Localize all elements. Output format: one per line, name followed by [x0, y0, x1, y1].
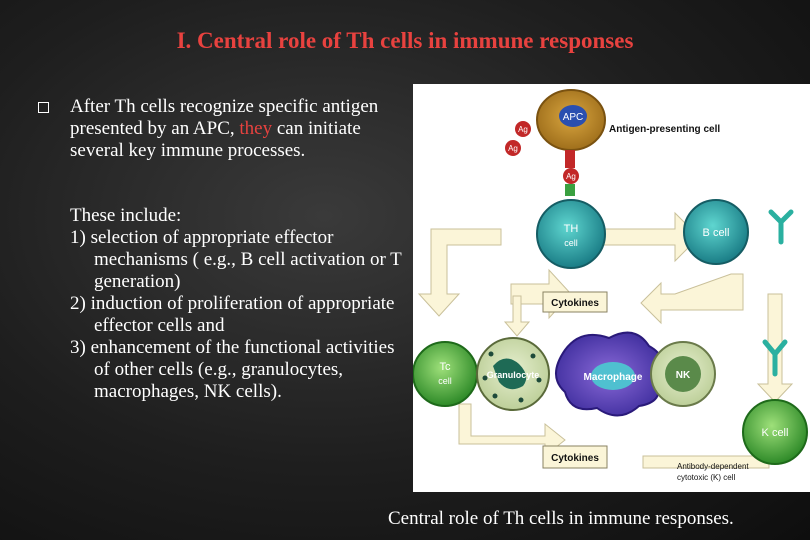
- figure-caption: Central role of Th cells in immune respo…: [388, 508, 734, 529]
- granulocyte-label: Granulocyte: [487, 370, 540, 380]
- list-item-2: 2) induction of proliferation of appropr…: [70, 293, 395, 336]
- cytokines-label: Cytokines: [551, 298, 599, 309]
- intro-text-a: After Th cells recognize specific antige…: [70, 96, 379, 139]
- cytokines-box: [542, 291, 608, 313]
- presented-antigen: [565, 150, 575, 168]
- nk-nucleus: [665, 356, 701, 392]
- apc-label: Antigen-presenting cell: [609, 124, 720, 135]
- cytokines-label: Cytokines: [551, 453, 599, 464]
- th-cell-label: cell: [564, 238, 578, 248]
- antigen-icon: [515, 121, 531, 137]
- immune-diagram-svg: APC Antigen-presenting cell Ag Ag Ag TH …: [412, 89, 808, 482]
- intro-text-c: can initiate several key immune processe…: [70, 118, 361, 161]
- antibody-icon: [762, 339, 788, 377]
- list-intro: These include:: [70, 205, 182, 226]
- th-label: TH: [564, 223, 579, 235]
- nk-label: NK: [676, 370, 691, 381]
- antibody-icon: [768, 209, 794, 245]
- immune-diagram: APC Antigen-presenting cell Ag Ag Ag TH …: [412, 84, 810, 492]
- b-cell: [683, 199, 749, 265]
- granulocyte-nucleus: [493, 358, 527, 390]
- processes-list: These include: 1) selection of appropria…: [70, 205, 415, 403]
- k-cell-desc-2: cytotoxic (K) cell: [677, 473, 735, 482]
- granules: [482, 351, 542, 403]
- tcr-receptor: [565, 184, 575, 196]
- antigen-label: Ag: [508, 144, 518, 153]
- k-cell-label: K cell: [762, 427, 789, 439]
- apc-text: APC: [563, 112, 584, 123]
- k-cell: [742, 399, 808, 465]
- b-cell-label: B cell: [703, 227, 730, 239]
- intro-text-highlight: they: [239, 118, 273, 139]
- checkbox-bullet-icon: [38, 102, 49, 113]
- k-cell-desc-1: Antibody-dependent: [677, 462, 749, 471]
- intro-paragraph: After Th cells recognize specific antige…: [70, 96, 415, 162]
- antigen-label: Ag: [566, 172, 576, 181]
- apc-nucleus: [559, 105, 587, 127]
- tc-label: Tc: [440, 361, 452, 373]
- list-item-1: 1) selection of appropriate effector mec…: [70, 227, 402, 292]
- macrophage-label: Macrophage: [584, 372, 643, 383]
- antigen-icon: [563, 168, 579, 184]
- tc-cell-label: cell: [438, 376, 452, 386]
- tc-cell: [412, 341, 478, 407]
- list-item-3: 3) enhancement of the functional activit…: [70, 337, 395, 402]
- antigen-label: Ag: [518, 125, 528, 134]
- antigen-icon: [505, 140, 521, 156]
- slide-title: I. Central role of Th cells in immune re…: [176, 28, 634, 53]
- cytokines-box: [542, 445, 608, 469]
- th-cell: [536, 199, 606, 269]
- macrophage-nucleus: [591, 362, 635, 390]
